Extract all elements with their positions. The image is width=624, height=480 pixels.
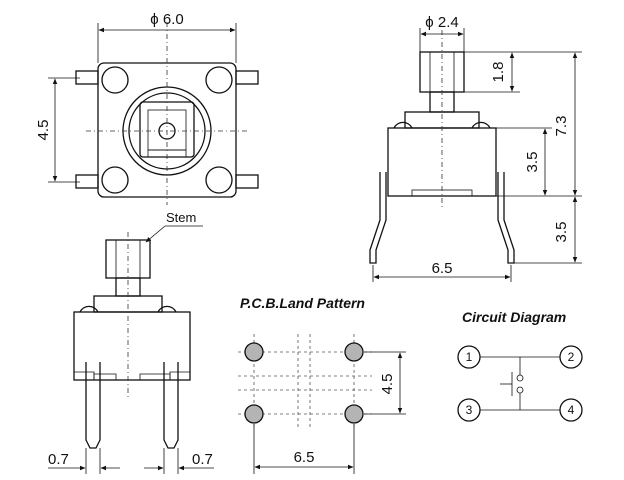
stem-leader (145, 225, 166, 243)
pcb-pad-bl (244, 404, 264, 424)
top-lead-bl (75, 174, 99, 189)
svg-text:4: 4 (568, 403, 575, 417)
stem-label: Stem (166, 210, 196, 225)
corner-bump-bl (101, 166, 129, 194)
pcb-land-pattern: P.C.B.Land Pattern 4.5 6.5 (238, 295, 406, 474)
pcb-pad-br (344, 404, 364, 424)
corner-bump-tl (101, 66, 129, 94)
front-view: Stem 0.7 0.7 (48, 210, 214, 474)
pin-4: 4 (559, 398, 583, 422)
body-height-label: 3.5 (524, 152, 541, 173)
lead-spacing-label: 6.5 (432, 260, 453, 277)
pcb-spacing-v-label: 4.5 (379, 374, 396, 395)
top-view: ϕ 6.0 4.5 (35, 11, 259, 205)
side-lead-left (369, 172, 387, 264)
side-bump-left (393, 121, 413, 129)
circuit-title: Circuit Diagram (462, 309, 566, 325)
pin-1: 1 (457, 345, 481, 369)
pcb-pad-tl (244, 342, 264, 362)
lead-height-label: 3.5 (553, 222, 570, 243)
top-lead-tl (75, 70, 99, 85)
diameter-label: ϕ 6.0 (150, 11, 183, 28)
top-height-label: 4.5 (35, 120, 52, 141)
stem-height-label: 1.8 (490, 62, 507, 83)
corner-bump-tr (205, 66, 233, 94)
pcb-pad-tr (344, 342, 364, 362)
pin-3: 3 (457, 398, 481, 422)
top-lead-br (235, 174, 259, 189)
pcb-title: P.C.B.Land Pattern (240, 295, 365, 311)
svg-text:1: 1 (466, 350, 473, 364)
pcb-spacing-h-label: 6.5 (294, 449, 315, 466)
front-body (73, 311, 191, 381)
stem-diameter-label: ϕ 2.4 (425, 14, 458, 31)
total-height-label: 7.3 (553, 116, 570, 137)
circuit-diagram: Circuit Diagram 1 2 3 4 (457, 309, 583, 422)
lead-right-label: 0.7 (192, 451, 213, 468)
svg-text:2: 2 (568, 350, 575, 364)
top-lead-tr (235, 70, 259, 85)
corner-bump-br (205, 166, 233, 194)
side-view: ϕ 2.4 1.8 7.3 3.5 3.5 6.5 (369, 14, 582, 282)
side-bump-right (471, 121, 491, 129)
lead-left-label: 0.7 (48, 451, 69, 468)
svg-text:3: 3 (466, 403, 473, 417)
front-lead-left (85, 362, 101, 449)
front-lead-right (163, 362, 179, 449)
side-lead-right (497, 172, 515, 264)
pin-2: 2 (559, 345, 583, 369)
